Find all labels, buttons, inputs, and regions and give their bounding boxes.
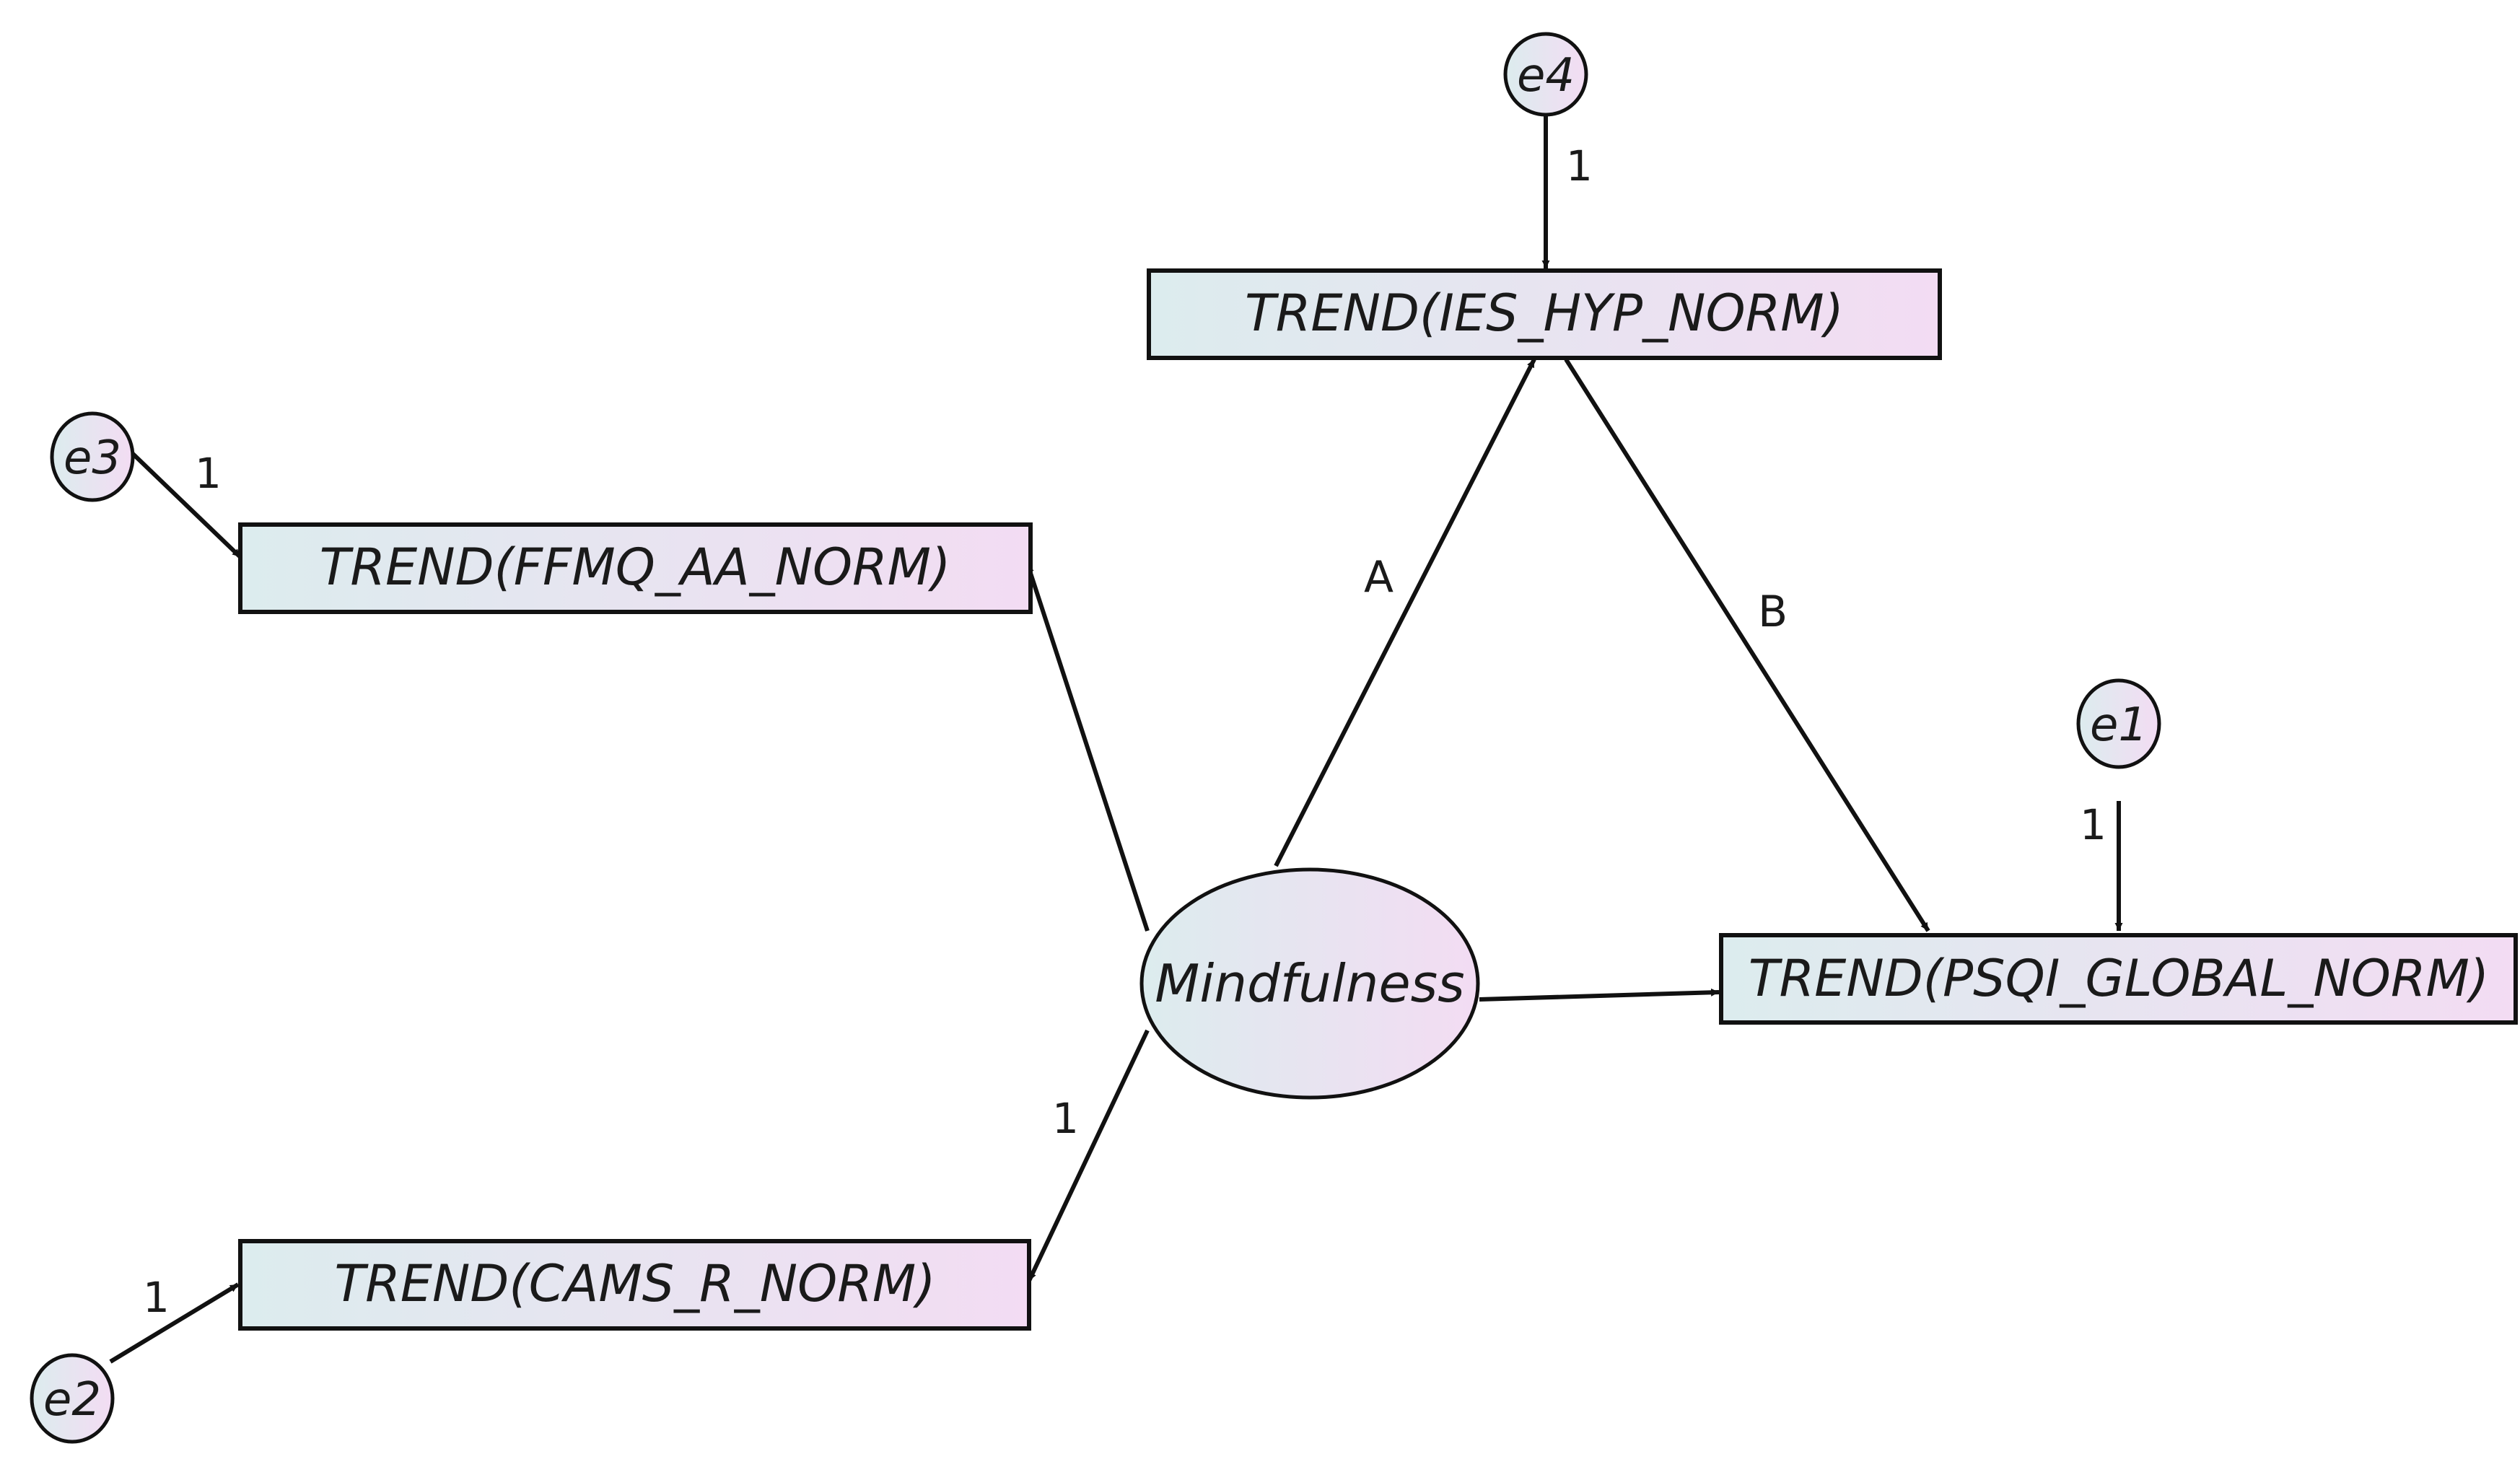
edge-label-e2-cams: 1: [143, 1273, 170, 1322]
arrow-e3-to-ffmq-aa: [126, 447, 242, 559]
node-e4: e4: [1503, 32, 1588, 117]
box-ffmq-aa: [238, 522, 1033, 614]
ellipse-label-e2: e2: [43, 1373, 101, 1427]
ellipse-e4: [1503, 32, 1588, 117]
node-ies-hyp: TREND(IES_HYP_NORM): [1147, 268, 1942, 360]
edge-label-e3-ffmq: 1: [195, 449, 222, 498]
ellipse-label-e4: e4: [1517, 49, 1575, 102]
arrow-ies-hyp-to-psqi-global-path-b: [1564, 358, 1930, 932]
box-label-ffmq-aa: TREND(FFMQ_AA_NORM): [320, 538, 951, 597]
edges: [109, 114, 2123, 1364]
box-label-ies-hyp: TREND(IES_HYP_NORM): [1245, 284, 1844, 343]
node-e2: e2: [30, 1353, 115, 1444]
arrow-mindfulness-to-cams-r: [1027, 1029, 1150, 1282]
arrow-mindfulness-to-psqi-global: [1479, 988, 1720, 1002]
edge-label-path-b: B: [1758, 587, 1788, 637]
box-label-psqi-global: TREND(PSQI_GLOBAL_NORM): [1749, 949, 2489, 1008]
node-e3: e3: [50, 411, 135, 502]
ellipse-label-e3: e3: [64, 432, 121, 485]
ellipse-mindfulness: [1139, 867, 1480, 1100]
ellipse-label-e1: e1: [2090, 699, 2148, 752]
box-cams-r: [238, 1239, 1031, 1331]
node-psqi-global: TREND(PSQI_GLOBAL_NORM): [1719, 933, 2518, 1025]
edge-label-mind-cams: 1: [1052, 1094, 1079, 1143]
ellipse-label-mindfulness: Mindfulness: [1155, 953, 1464, 1014]
arrow-e2-to-cams-r: [109, 1282, 240, 1364]
edge-label-e1-psqi: 1: [2080, 800, 2106, 849]
node-mindfulness: Mindfulness: [1139, 867, 1480, 1100]
edge-label-e4-ies: 1: [1566, 141, 1593, 191]
node-ffmq-aa: TREND(FFMQ_AA_NORM): [238, 522, 1033, 614]
arrow-mindfulness-to-ffmq-aa: [1025, 564, 1150, 932]
edge-labels: 1 1 1 1 1 A B: [143, 141, 2106, 1322]
node-e1: e1: [2076, 678, 2161, 769]
node-cams-r: TREND(CAMS_R_NORM): [238, 1239, 1031, 1331]
ellipse-e3: [50, 411, 135, 502]
box-label-cams-r: TREND(CAMS_R_NORM): [334, 1254, 935, 1313]
box-psqi-global: [1719, 933, 2518, 1025]
edge-label-path-a: A: [1364, 552, 1394, 603]
ellipse-e1: [2076, 678, 2161, 769]
box-ies-hyp: [1147, 268, 1942, 360]
ellipse-e2: [30, 1353, 115, 1444]
arrow-mindfulness-to-ies-hyp-path-a: [1274, 358, 1536, 867]
